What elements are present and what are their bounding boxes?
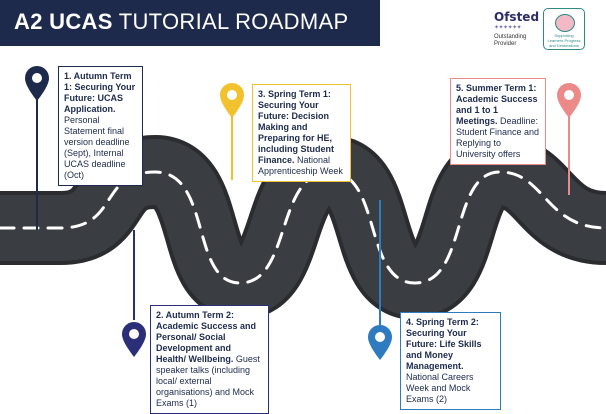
- ofsted-rating-line1: Outstanding: [494, 34, 527, 40]
- milestone-5-card: 5. Summer Term 1: Academic Success and 1…: [450, 78, 546, 165]
- map-pin-icon: [122, 322, 146, 357]
- road-graphic: [0, 66, 606, 360]
- milestone-4-detail: National Careers Week and Mock Exams (2): [406, 372, 474, 404]
- milestone-3-card: 3. Spring Term 1: Securing Your Future: …: [252, 84, 351, 182]
- milestone-1-heading: 1. Autumn Term 1: Securing Your Future: …: [64, 71, 136, 114]
- map-pin-icon: [220, 83, 244, 118]
- winding-road-icon: [0, 135, 606, 320]
- ofsted-rating-line2: Provider: [494, 41, 517, 47]
- milestone-2-card: 2. Autumn Term 2: Academic Success and P…: [150, 305, 269, 414]
- milestone-3-detail: National Apprenticeship Week: [258, 155, 343, 176]
- milestone-4-card: 4. Spring Term 2: Securing Your Future: …: [400, 312, 501, 410]
- milestone-1-marker: [25, 66, 49, 230]
- milestone-5-marker: [557, 83, 581, 195]
- milestone-4-heading: 4. Spring Term 2: Securing Your Future: …: [406, 317, 482, 371]
- map-pin-icon: [25, 66, 49, 101]
- milestone-2-heading: 2. Autumn Term 2: Academic Success and P…: [156, 310, 257, 364]
- milestone-2-detail: Guest speaker talks (including local/ ex…: [156, 354, 260, 408]
- milestone-5-heading: 5. Summer Term 1: Academic Success and 1…: [456, 83, 538, 126]
- title-rest: TUTORIAL ROADMAP: [118, 9, 349, 34]
- ofsted-wordmark: Ofsted: [494, 10, 540, 24]
- title-bar: A2 UCAS TUTORIAL ROADMAP: [0, 0, 380, 46]
- map-pin-icon: [557, 83, 581, 118]
- ofsted-logo: Ofsted ✦✦✦✦✦✦ Outstanding Provider: [490, 10, 539, 48]
- award-badge-logo: Supporting Learners Progress and Destina…: [543, 8, 585, 50]
- milestone-3-marker: [220, 83, 244, 180]
- page-title: A2 UCAS TUTORIAL ROADMAP: [14, 9, 348, 35]
- award-badge-text: Supporting Learners Progress and Destina…: [547, 33, 581, 48]
- title-bold: A2 UCAS: [14, 9, 113, 34]
- road-surface: [0, 139, 606, 316]
- map-pin-icon: [368, 325, 392, 360]
- milestone-1-detail: Personal Statement final version deadlin…: [64, 115, 130, 180]
- milestone-2-marker: [122, 230, 146, 357]
- award-emblem-icon: [555, 14, 575, 32]
- milestone-4-marker: [368, 200, 392, 360]
- milestone-3-heading: 3. Spring Term 1: Securing Your Future: …: [258, 89, 334, 165]
- ofsted-stars-icon: ✦✦✦✦✦✦: [494, 25, 522, 31]
- milestone-5-detail: Deadline: Student Finance and Replying t…: [456, 116, 540, 159]
- milestone-1-card: 1. Autumn Term 1: Securing Your Future: …: [58, 66, 143, 186]
